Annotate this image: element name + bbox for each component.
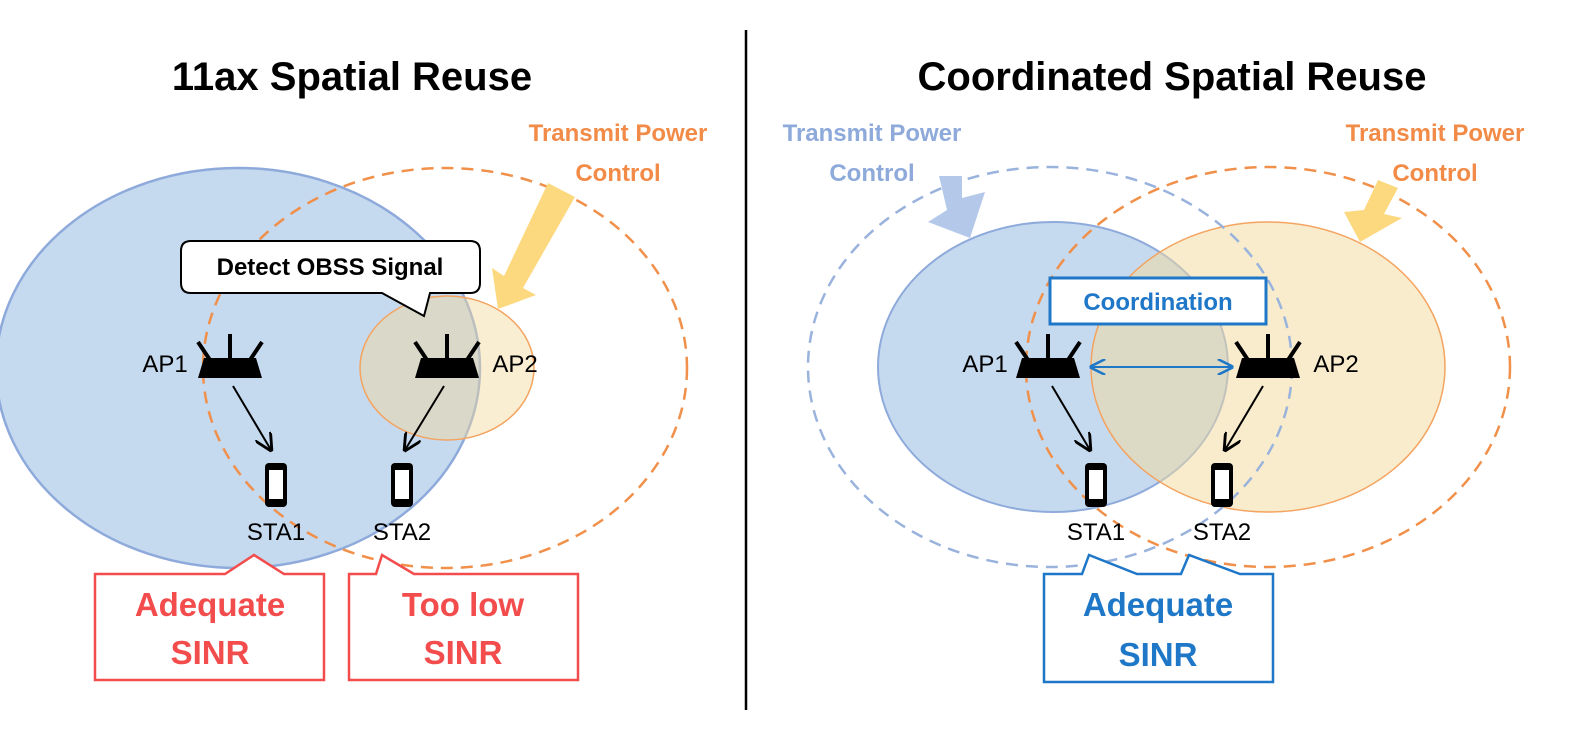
ap2-original-coverage-dashed: [201, 166, 689, 570]
ap1-label: AP1: [142, 351, 187, 378]
ap2-tpc-label-line1: Transmit Power: [1346, 120, 1525, 147]
sta2-label: STA2: [1193, 519, 1251, 546]
ap1-tpc-label-line1: Transmit Power: [783, 120, 962, 147]
sta2-phone-icon: [391, 463, 413, 507]
ap2-sta2-link-arrow: [1225, 385, 1264, 450]
ap2-label: AP2: [1313, 351, 1358, 378]
sta2-phone-icon: [1211, 463, 1233, 507]
ap2-sta2-link-arrow: [405, 385, 445, 450]
ap1-power-reduction-arrow: [928, 176, 985, 238]
left-tpc-label-line1: Transmit Power: [529, 120, 708, 147]
sta1-label: STA1: [1067, 519, 1125, 546]
ap2-tpc-label-line2: Control: [1392, 160, 1477, 187]
sta1-sinr-line2: SINR: [171, 634, 250, 671]
left-title: 11ax Spatial Reuse: [172, 55, 532, 99]
ap2-power-reduction-arrow: [1344, 180, 1402, 242]
ap2-original-coverage-dashed: [1024, 165, 1512, 569]
ap1-sta1-link-arrow: [232, 385, 271, 450]
sta1-phone-icon: [265, 463, 287, 507]
coordination-box: [1048, 276, 1268, 326]
sta1-phone-icon: [1085, 463, 1107, 507]
left-tpc-label-line2: Control: [575, 160, 660, 187]
sta1-sinr-line1: Adequate: [135, 586, 285, 623]
obss-bubble-text: Detect OBSS Signal: [217, 254, 444, 281]
sinr-line1: Adequate: [1083, 586, 1233, 623]
ap1-sta1-link-arrow: [1051, 385, 1090, 450]
ap2-label: AP2: [492, 351, 537, 378]
left-panel: 11ax Spatial Reuse Transmit Power Contro…: [0, 55, 708, 682]
sta1-sinr-callout-shape: [93, 553, 326, 682]
power-reduction-arrow: [492, 183, 575, 309]
sta2-sinr-line2: SINR: [424, 634, 503, 671]
right-title: Coordinated Spatial Reuse: [918, 55, 1427, 99]
sta2-sinr-line1: Too low: [402, 586, 525, 623]
ap1-label: AP1: [962, 351, 1007, 378]
ap1-tpc-label-line2: Control: [829, 160, 914, 187]
sta2-sinr-callout-shape: [347, 553, 580, 682]
sinr-line2: SINR: [1119, 636, 1198, 673]
coordination-label: Coordination: [1083, 289, 1232, 316]
right-panel: Coordinated Spatial Reuse Transmit Power…: [783, 55, 1525, 684]
sta1-label: STA1: [247, 519, 305, 546]
sinr-callout-shape: [1042, 553, 1275, 684]
obss-bubble-shape: [180, 240, 481, 318]
sta2-label: STA2: [373, 519, 431, 546]
